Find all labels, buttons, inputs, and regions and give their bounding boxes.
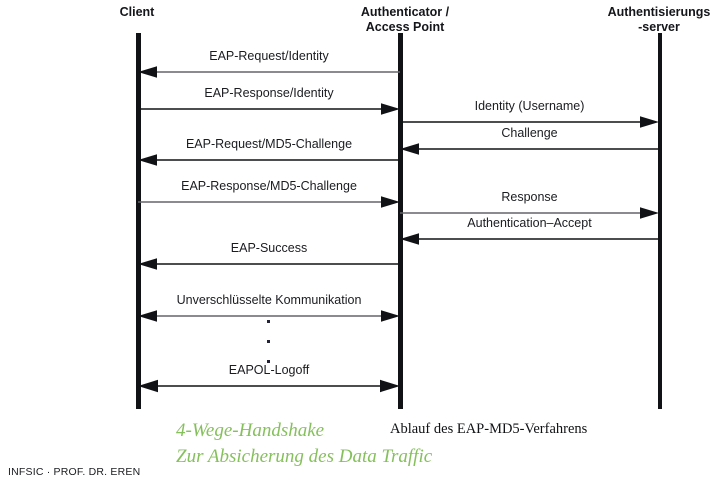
caption-eap-md5-procedure: Ablauf des EAP-MD5-Verfahrens <box>390 421 588 437</box>
lifeline-authentication-server <box>658 33 662 409</box>
message-label: Authentication–Accept <box>467 216 592 230</box>
arrow-left-icon <box>400 143 659 159</box>
message-challenge: Challenge <box>400 126 659 160</box>
message-response: Response <box>400 190 659 224</box>
participant-label-authenticator: Authenticator / Access Point <box>360 5 450 34</box>
message-identity-username: Identity (Username) <box>400 99 659 133</box>
message-eap-response-md5-challenge: EAP-Response/MD5-Challenge <box>138 179 400 213</box>
arrow-left-icon <box>138 66 400 82</box>
footer-credit: INFSIC · PROF. DR. EREN <box>8 466 141 478</box>
vertical-ellipsis-icon <box>262 320 274 380</box>
arrow-right-icon <box>138 103 400 119</box>
message-unverschluesselte-kommunikation: Unverschlüsselte Kommunikation <box>138 293 400 327</box>
message-label: Identity (Username) <box>474 99 585 113</box>
message-authentication-accept: Authentication–Accept <box>400 216 659 250</box>
message-eap-request-md5-challenge: EAP-Request/MD5-Challenge <box>138 137 400 171</box>
arrow-left-icon <box>138 154 400 170</box>
arrow-right-icon <box>400 207 659 223</box>
lifeline-authenticator <box>398 33 403 409</box>
arrow-bidirectional-icon <box>138 310 400 326</box>
message-eap-success: EAP-Success <box>138 241 400 275</box>
arrow-left-icon <box>138 258 400 274</box>
message-label: EAP-Success <box>230 241 308 255</box>
message-eap-response-identity: EAP-Response/Identity <box>138 86 400 120</box>
arrow-right-icon <box>400 116 659 132</box>
participant-label-authentication-server: Authentisierungs -server <box>607 5 711 34</box>
message-label: EAP-Response/Identity <box>204 86 334 100</box>
message-label: Response <box>501 190 558 204</box>
message-eap-request-identity: EAP-Request/Identity <box>138 49 400 83</box>
message-label: Unverschlüsselte Kommunikation <box>176 293 362 307</box>
message-label: EAPOL-Logoff <box>228 363 310 377</box>
arrow-left-icon <box>400 233 659 249</box>
caption-four-way-handshake: 4-Wege-Handshake Zur Absicherung des Dat… <box>176 420 433 467</box>
message-label: EAP-Request/MD5-Challenge <box>185 137 353 151</box>
participant-label-client: Client <box>119 5 155 19</box>
message-eapol-logoff: EAPOL-Logoff <box>138 363 400 397</box>
message-label: EAP-Response/MD5-Challenge <box>181 179 357 193</box>
message-label: EAP-Request/Identity <box>209 49 329 63</box>
message-label: Challenge <box>501 126 558 140</box>
lifeline-client <box>136 33 141 409</box>
arrow-right-icon <box>138 196 400 212</box>
arrow-bidirectional-icon <box>138 379 400 396</box>
